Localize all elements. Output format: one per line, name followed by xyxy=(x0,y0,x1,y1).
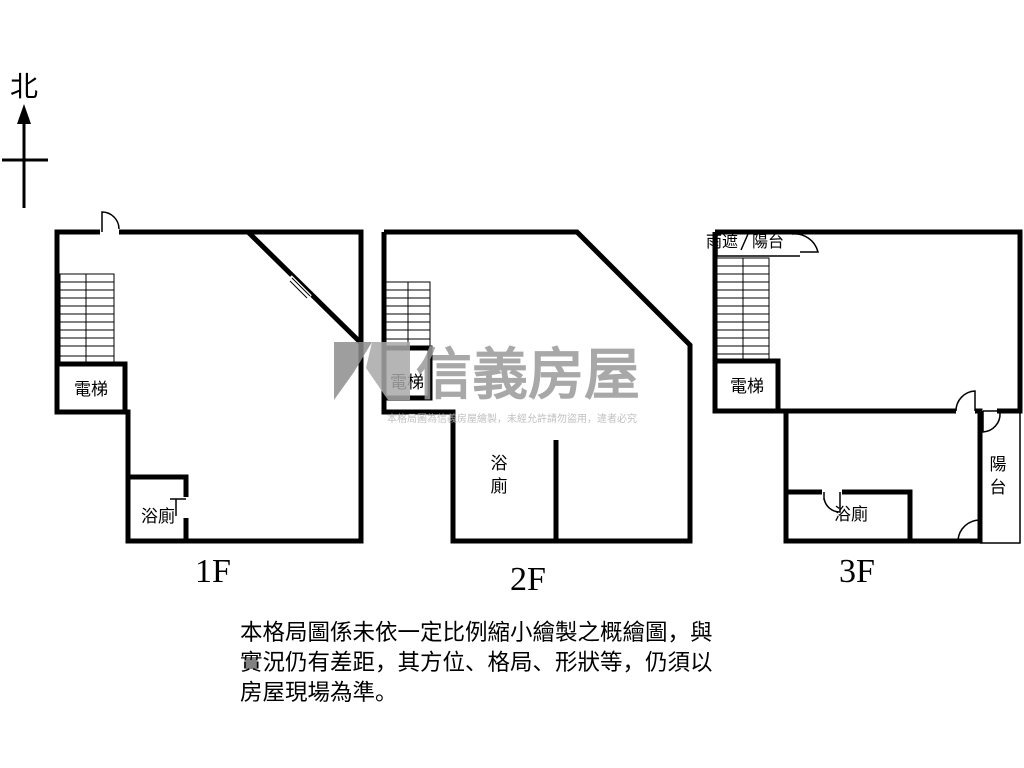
floor-3f-elevator xyxy=(712,358,781,414)
floor-3f-plan: 雨遮 陽台 電梯 陽 台 xyxy=(706,229,1023,590)
north-arrow-icon xyxy=(17,104,31,124)
floor-3f-elevator-label: 電梯 xyxy=(730,377,764,397)
floor-3f-side-balcony-label-1: 陽 xyxy=(990,455,1007,475)
brand-logo-icon xyxy=(334,342,410,400)
north-compass: 北 xyxy=(2,70,48,208)
floor-3f-canopy-divider xyxy=(740,233,749,251)
floor-1f-elevator xyxy=(54,361,128,415)
floor-1f-bathroom-door-icon xyxy=(170,498,186,516)
disclaimer-note: 本格局圖係未依一定比例縮小繪製之概繪圖，與 實況仍有差距，其方位、格局、形狀等，… xyxy=(240,618,780,708)
floor-1f-bathroom-wall-top xyxy=(128,474,189,497)
disclaimer-line-1: 本格局圖係未依一定比例縮小繪製之概繪圖，與 xyxy=(240,620,713,646)
brand-watermark-text: 信義房屋 xyxy=(416,343,640,408)
floor-3f-side-balcony-outline xyxy=(980,410,1021,544)
floor-3f-balcony-door-icon xyxy=(791,233,819,253)
floor-1f-plan: 電梯 浴廁 1F xyxy=(54,211,364,590)
floor-2f-outer-wall xyxy=(381,229,693,544)
disclaimer-line-2: 實況仍有差距，其方位、格局、形狀等，仍須以 xyxy=(240,650,713,676)
floor-1f-window xyxy=(288,275,312,299)
disclaimer-line-3: 房屋現場為準。 xyxy=(240,680,398,706)
watermark-notice: 本格局圖為信義房屋繪製，未經允許請勿盜用，違者必究 xyxy=(387,412,637,425)
floor-1f-elevator-label: 電梯 xyxy=(74,380,108,400)
floor-1f-label: 1F xyxy=(195,553,231,590)
brand-watermark: 信義房屋 本格局圖為信義房屋繪製，未經允許請勿盜用，違者必究 xyxy=(334,342,640,425)
floor-3f-canopy-outline xyxy=(716,232,800,257)
floor-3f-bathroom-wall-right xyxy=(842,489,913,541)
floor-3f-balcony-door-icon xyxy=(957,519,981,541)
floor-3f-canopy-label: 雨遮 xyxy=(706,232,738,251)
floor-2f-bathroom-label-2: 廁 xyxy=(491,476,508,497)
floor-1f-bathroom-label: 浴廁 xyxy=(141,506,175,527)
north-label: 北 xyxy=(10,70,38,103)
floor-3f-balcony-top-label: 陽台 xyxy=(752,232,784,251)
floor-3f-bathroom-door-icon xyxy=(823,492,841,513)
floor-2f-bathroom-label-1: 浴 xyxy=(491,454,508,474)
floor-3f-door-right-icon xyxy=(982,411,1001,433)
floor-3f-stairs xyxy=(716,257,770,361)
floor-3f-bathroom-label: 浴廁 xyxy=(834,504,868,525)
floor-3f-label: 3F xyxy=(839,553,875,590)
floor-2f-label: 2F xyxy=(510,561,546,598)
floor-3f-side-balcony-label-2: 台 xyxy=(990,478,1007,498)
floor-2f-stairs xyxy=(385,281,431,349)
floor-1f-diagonal-wall xyxy=(246,230,363,345)
floor-2f-plan: 電梯 浴 廁 2F xyxy=(381,229,693,598)
floor-1f-stairs xyxy=(59,273,115,365)
floor-3f-door-left-icon xyxy=(955,390,976,412)
floor-1f-entry-door-icon xyxy=(101,211,120,232)
